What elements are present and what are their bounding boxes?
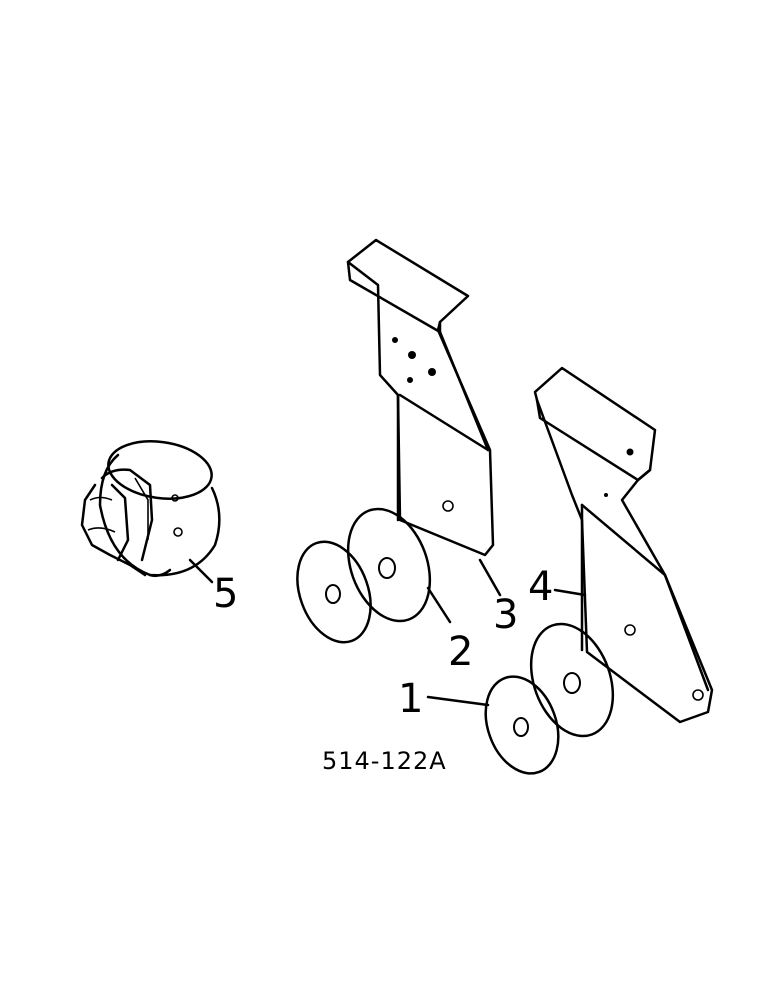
callout-5: 5 xyxy=(213,571,238,617)
callout-1: 1 xyxy=(398,676,423,722)
disc-2 xyxy=(296,507,452,644)
callout-3: 3 xyxy=(493,592,518,638)
callout-2: 2 xyxy=(448,629,473,675)
disc-1 xyxy=(426,622,615,775)
bracket-4 xyxy=(533,366,714,724)
callout-4: 4 xyxy=(528,564,553,610)
figure-id: 514-122A xyxy=(322,747,447,775)
bracket-3 xyxy=(346,238,502,597)
clutch-hub-5 xyxy=(80,440,221,584)
